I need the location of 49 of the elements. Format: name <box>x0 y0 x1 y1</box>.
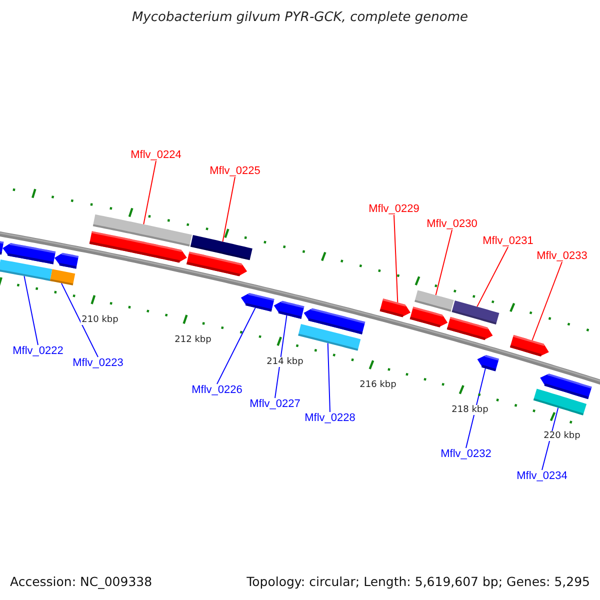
leader-line <box>476 246 508 308</box>
gene-feature <box>380 298 411 318</box>
scale-label: 212 kbp <box>174 335 212 345</box>
gene-label: Mflv_0234 <box>516 470 568 482</box>
gene-feature <box>510 334 549 357</box>
leader-line <box>327 342 330 412</box>
gene-feature <box>298 308 366 351</box>
gene-feature <box>240 292 274 312</box>
gene-feature <box>477 354 500 372</box>
gene-label: Mflv_0226 <box>192 384 242 396</box>
accession-text: Accession: NC_009338 <box>10 574 152 589</box>
scale-label: 210 kbp <box>80 315 120 325</box>
gene-label: Mflv_0232 <box>440 448 492 460</box>
gene-label: Mflv_0230 <box>426 218 478 230</box>
gene-label: Mflv_0227 <box>250 398 300 410</box>
gene-label: Mflv_0228 <box>304 412 356 424</box>
gene-feature <box>89 214 192 263</box>
leader-line <box>143 160 156 225</box>
leader-line <box>394 214 398 303</box>
scale-label: 218 kbp <box>450 405 490 415</box>
gene-label: Mflv_0222 <box>12 345 64 357</box>
leader-line <box>274 314 288 398</box>
leader-line <box>216 307 256 384</box>
gene-feature <box>0 242 56 281</box>
leader-line <box>60 282 98 358</box>
leader-line <box>435 230 452 296</box>
gene-feature <box>274 300 304 319</box>
gene-feature <box>186 234 252 276</box>
genome-stats-text: Topology: circular; Length: 5,619,607 bp; Genes: 5,295 <box>246 574 590 589</box>
leader-line <box>532 262 562 341</box>
gene-feature <box>446 300 500 340</box>
title: Mycobacterium gilvum PYR-GCK, complete genome <box>132 10 468 25</box>
gene-label: Mflv_0229 <box>368 203 420 215</box>
gene-label: Mflv_0223 <box>72 357 124 369</box>
gene-label: Mflv_0231 <box>482 235 534 247</box>
gene-feature <box>0 239 4 255</box>
leader-line <box>542 407 559 470</box>
leader-line <box>24 276 38 346</box>
gene-feature <box>50 252 79 286</box>
gene-label: Mflv_0224 <box>130 149 182 161</box>
leader-line <box>222 176 236 242</box>
scale-label: 216 kbp <box>358 380 398 390</box>
leader-line <box>466 368 486 448</box>
gene-feature <box>533 373 592 416</box>
scale-label: 220 kbp <box>542 431 582 441</box>
scale-label: 214 kbp <box>266 357 304 367</box>
gene-label: Mflv_0233 <box>536 250 588 262</box>
gene-feature <box>410 290 454 328</box>
gene-label: Mflv_0225 <box>210 165 260 177</box>
